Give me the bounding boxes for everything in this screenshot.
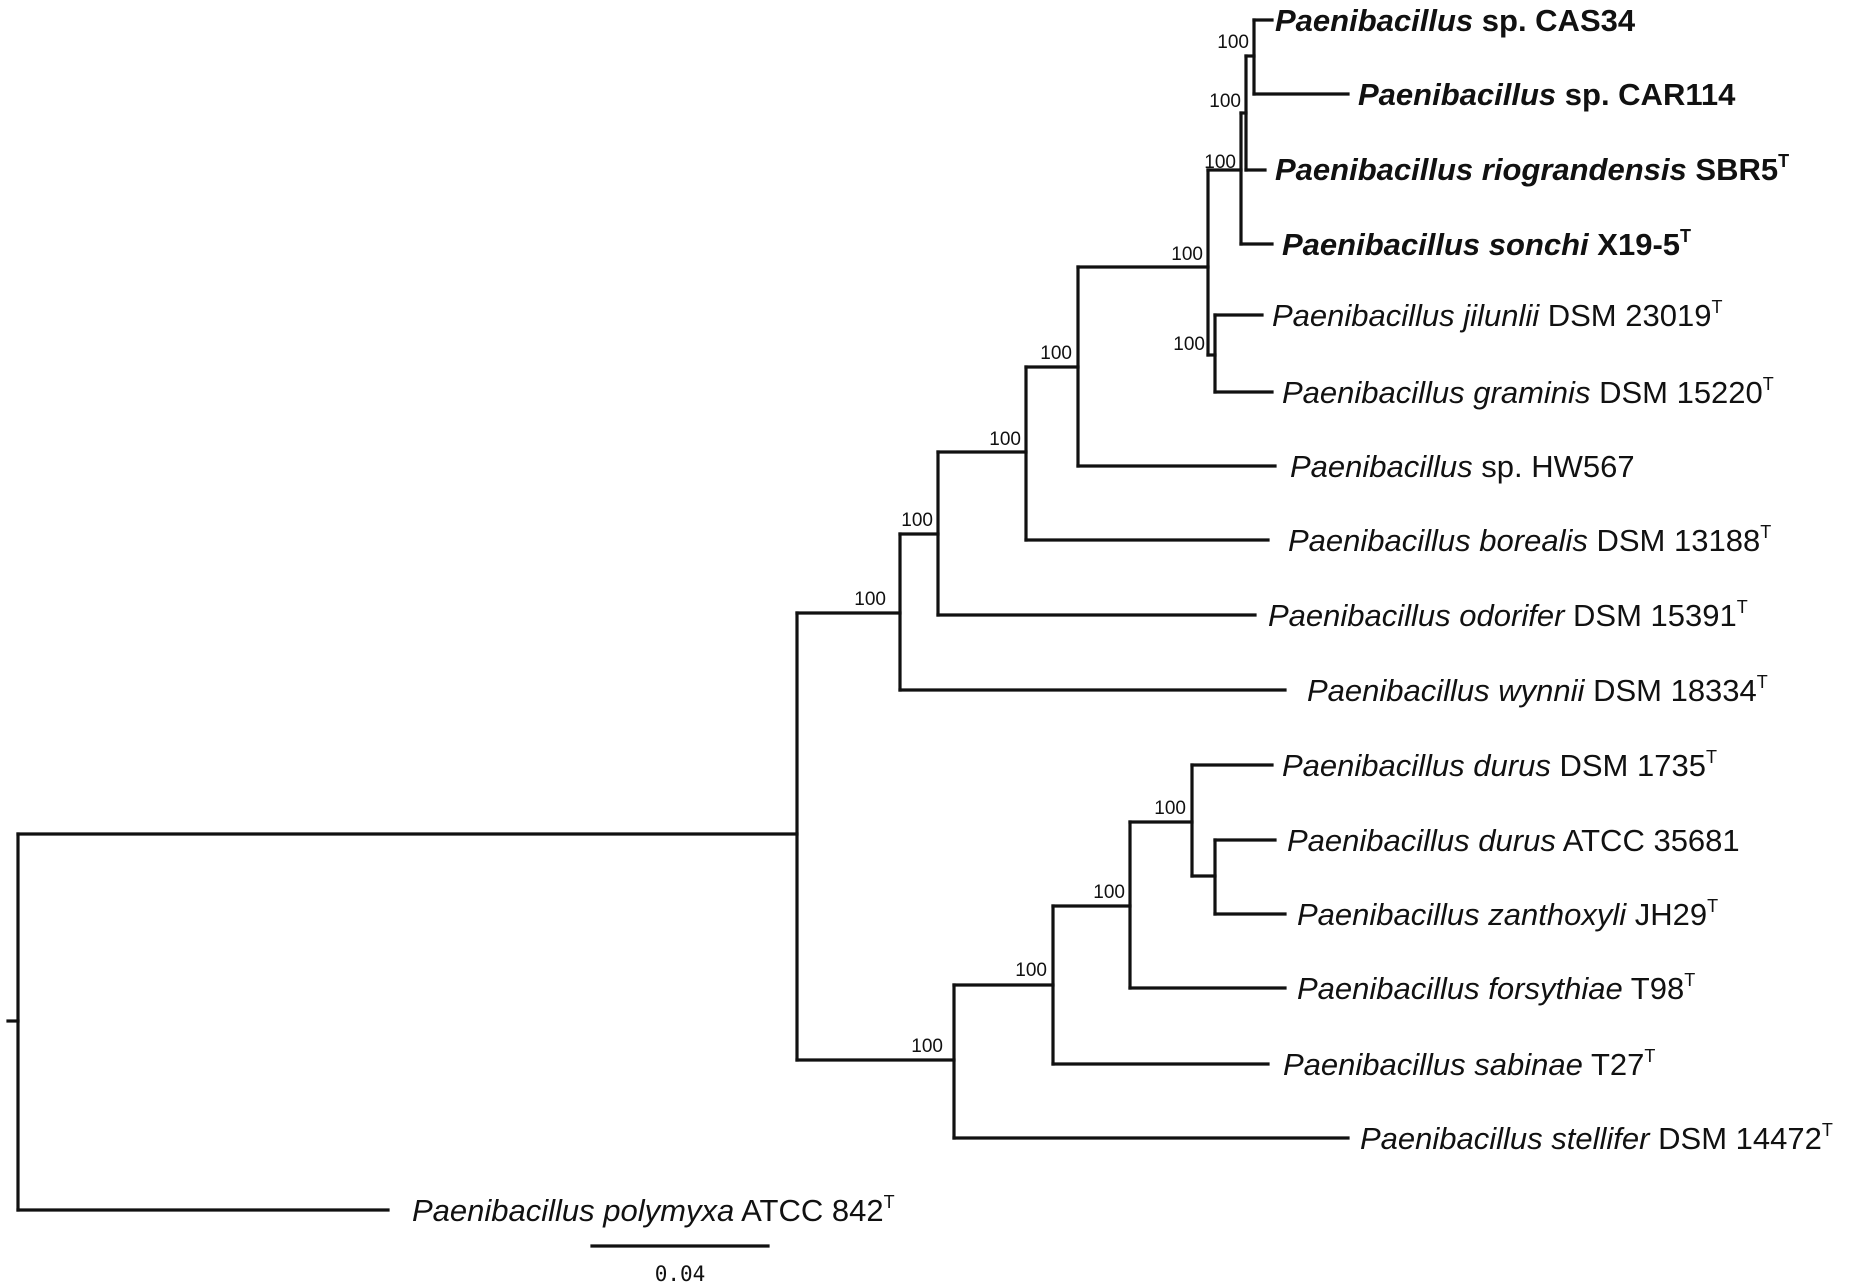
support-value: 100 bbox=[989, 429, 1021, 450]
leaf-label: Paenibacillus sonchi X19-5T bbox=[1282, 226, 1691, 262]
support-value: 100 bbox=[1040, 343, 1072, 364]
leaf-label: Paenibacillus sabinae T27T bbox=[1283, 1046, 1655, 1082]
support-value: 100 bbox=[1171, 244, 1203, 265]
leaf-label: Paenibacillus jilunlii DSM 23019T bbox=[1272, 297, 1722, 333]
support-value: 100 bbox=[911, 1036, 943, 1057]
leaf-label: Paenibacillus polymyxa ATCC 842T bbox=[412, 1192, 895, 1228]
leaf-label: Paenibacillus graminis DSM 15220T bbox=[1282, 374, 1774, 410]
leaf-label: Paenibacillus odorifer DSM 15391T bbox=[1268, 597, 1748, 633]
leaf-labels: Paenibacillus sp. CAS34 Paenibacillus sp… bbox=[412, 3, 1833, 1228]
support-value: 100 bbox=[1209, 91, 1241, 112]
tree-branches bbox=[6, 18, 1350, 1212]
support-value: 100 bbox=[1093, 882, 1125, 903]
leaf-label: Paenibacillus sp. CAS34 bbox=[1275, 3, 1636, 38]
support-value: 100 bbox=[854, 589, 886, 610]
leaf-label: Paenibacillus zanthoxyli JH29T bbox=[1297, 896, 1718, 932]
leaf-label: Paenibacillus borealis DSM 13188T bbox=[1288, 522, 1771, 558]
support-value: 100 bbox=[1173, 334, 1205, 355]
leaf-label: Paenibacillus durus ATCC 35681 bbox=[1287, 823, 1740, 858]
support-value: 100 bbox=[1217, 32, 1249, 53]
leaf-label: Paenibacillus sp. CAR114 bbox=[1358, 77, 1736, 112]
support-value: 100 bbox=[1015, 960, 1047, 981]
support-value: 100 bbox=[1154, 798, 1186, 819]
support-value: 100 bbox=[1204, 152, 1236, 173]
leaf-label: Paenibacillus durus DSM 1735T bbox=[1282, 747, 1717, 783]
support-value: 100 bbox=[901, 510, 933, 531]
leaf-label: Paenibacillus wynnii DSM 18334T bbox=[1307, 672, 1768, 708]
support-values: 100 100 100 100 100 100 100 100 100 100 … bbox=[854, 32, 1249, 1057]
leaf-label: Paenibacillus riograndensis SBR5T bbox=[1275, 151, 1789, 187]
leaf-label: Paenibacillus sp. HW567 bbox=[1290, 449, 1635, 484]
leaf-label: Paenibacillus forsythiae T98T bbox=[1297, 970, 1695, 1006]
scale-bar-label: 0.04 bbox=[655, 1262, 706, 1284]
leaf-label: Paenibacillus stellifer DSM 14472T bbox=[1360, 1120, 1833, 1156]
scale-bar: 0.04 bbox=[590, 1244, 770, 1284]
